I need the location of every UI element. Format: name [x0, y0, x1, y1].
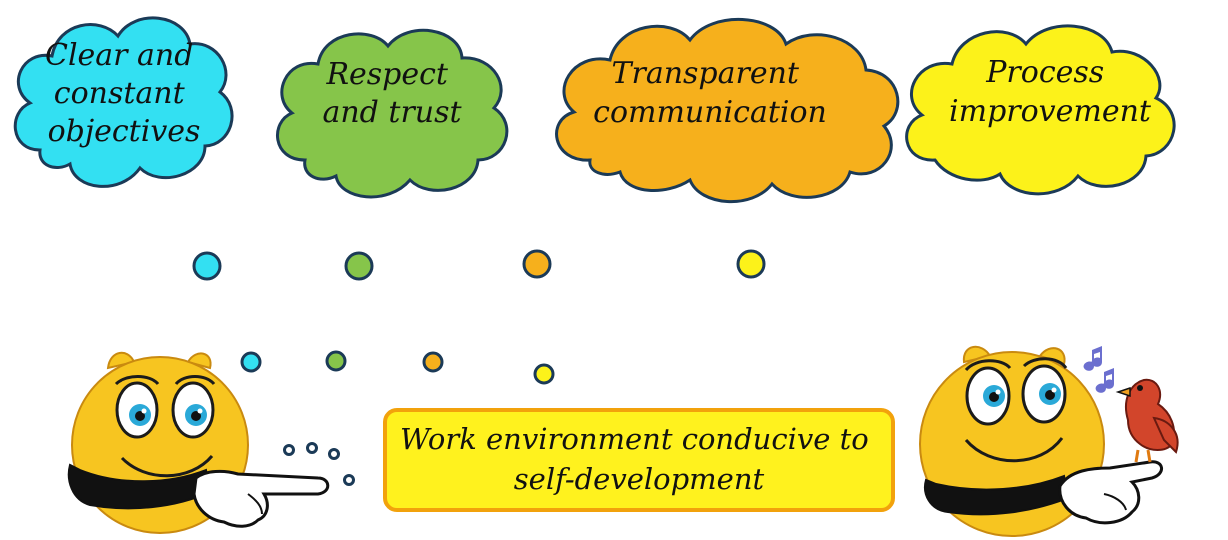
cloud-objectives: Clear and constant objectives [13, 16, 234, 188]
smiley-with-bird-icon [919, 346, 1163, 537]
goal-box-frame [383, 408, 895, 512]
smiley-pointing-icon [67, 352, 330, 534]
bird-icon [1115, 378, 1179, 463]
cloud-line: Process [985, 55, 1104, 90]
bubble-large [344, 251, 374, 281]
svg-text:Process improvement: Process improvement [949, 55, 1152, 129]
bubble-small [328, 448, 340, 460]
thought-bubbles [192, 249, 766, 486]
bubble-medium [533, 363, 555, 385]
cloud-line: Transparent [611, 56, 799, 91]
svg-text:Respect and trust: Respect and trust [322, 57, 462, 130]
music-note-icon [1083, 346, 1114, 393]
cloud-communication: Transparent communication [555, 18, 900, 204]
cloud-shape [905, 24, 1176, 196]
svg-text:Clear and constant: Clear and constant objectives [45, 38, 203, 149]
cloud-respect: Respect and trust [276, 28, 509, 199]
bubble-medium [240, 351, 262, 373]
cloud-line: Clear and [45, 38, 193, 73]
bubble-medium [325, 350, 347, 372]
svg-text:Transparent communicatio: Transparent communication [593, 56, 827, 130]
cloud-line: Respect [325, 57, 448, 92]
bubble-small [343, 474, 355, 486]
bubble-large [522, 249, 552, 279]
center-goal-box: Work environment conducive to self-devel… [383, 408, 895, 512]
cloud-shape [13, 16, 234, 188]
cloud-shape [555, 18, 900, 204]
bubble-medium [422, 351, 444, 373]
bubble-small [283, 444, 295, 456]
bubble-small [306, 442, 318, 454]
goal-line: self-development [514, 462, 765, 496]
goal-line: Work environment conducive to [400, 422, 869, 456]
cloud-line: objectives [48, 114, 201, 149]
cloud-shape [276, 28, 509, 199]
cloud-line: communication [593, 95, 827, 130]
bubble-large [192, 251, 222, 281]
bubble-large [736, 249, 766, 279]
cloud-line: constant [54, 76, 186, 111]
cloud-line: and trust [322, 95, 462, 130]
svg-text:Work environment conducive to: Work environment conducive to self-devel… [400, 422, 878, 496]
cloud-line: improvement [949, 94, 1152, 129]
cloud-process: Process improvement [905, 24, 1176, 196]
